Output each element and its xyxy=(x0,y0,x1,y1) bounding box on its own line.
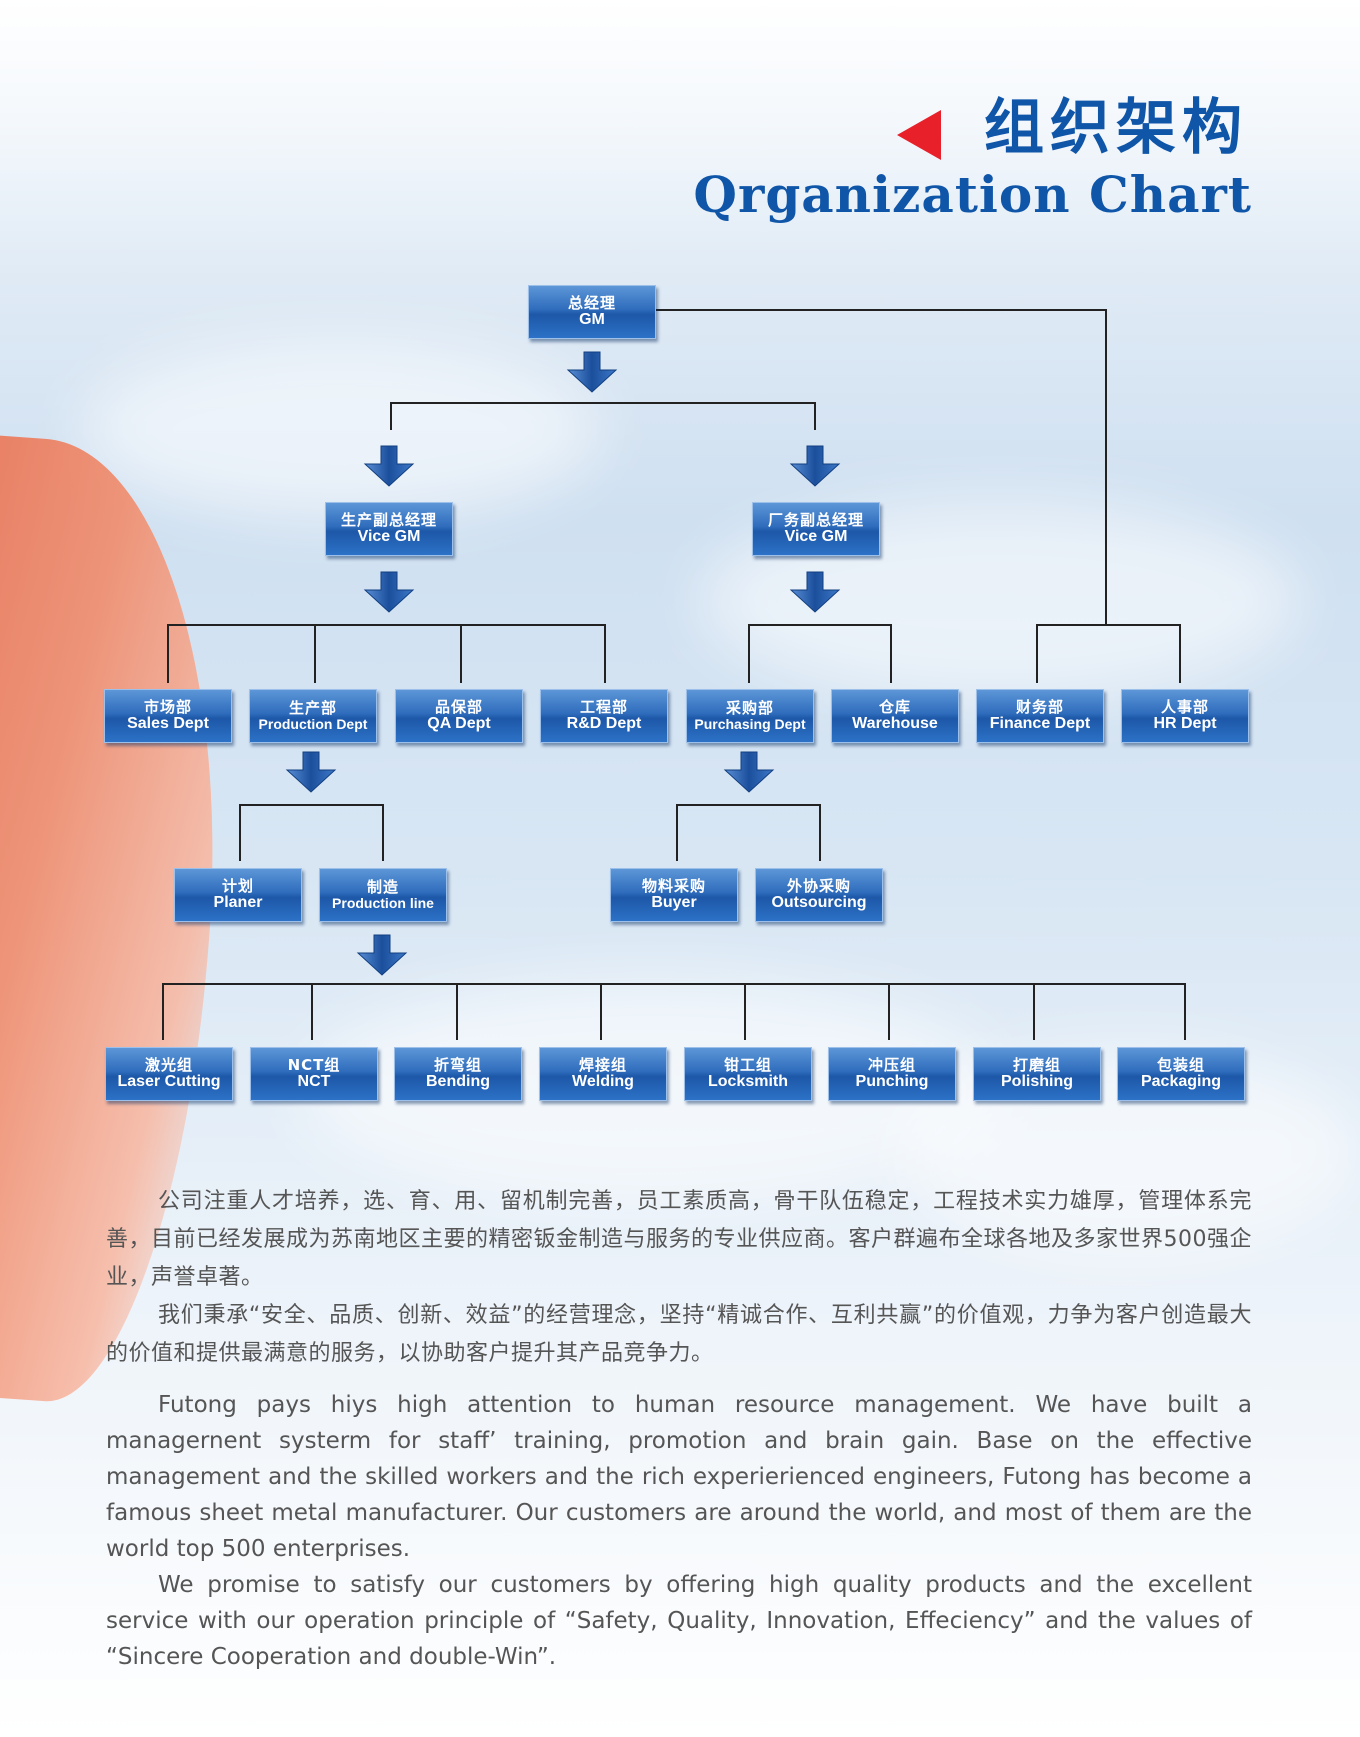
box-label-cn: 人事部 xyxy=(1160,697,1209,716)
box-label-cn: 品保部 xyxy=(434,697,483,716)
page-title-chinese: 组织架构 xyxy=(984,93,1248,163)
box-label-cn: 生产部 xyxy=(288,698,337,717)
box-label-cn: 厂务副总经理 xyxy=(767,510,864,529)
box-label-en: NCT xyxy=(297,1073,331,1091)
down-arrow-icon xyxy=(789,445,841,487)
box-label-en: Laser Cutting xyxy=(117,1073,221,1091)
down-arrow-icon xyxy=(363,445,415,487)
box-label-en: Warehouse xyxy=(852,715,938,733)
box-label-cn: 包装组 xyxy=(1156,1055,1205,1074)
paragraph-cn-2: 我们秉承“安全、品质、创新、效益”的经营理念，坚持“精诚合作、互利共赢”的价值观… xyxy=(106,1303,1252,1366)
box-label-cn: 打磨组 xyxy=(1012,1055,1061,1074)
box-label-en: HR Dept xyxy=(1153,715,1217,733)
box-label-cn: 激光组 xyxy=(144,1055,193,1074)
down-arrow-icon xyxy=(789,571,841,613)
box-label-cn: 总经理 xyxy=(567,293,616,312)
box-label-cn: 焊接组 xyxy=(578,1055,627,1074)
paragraph-en-2: We promise to satisfy our customers by o… xyxy=(106,1572,1252,1670)
down-arrow-icon xyxy=(363,571,415,613)
box-label-en: Vice GM xyxy=(357,528,421,546)
box-label-cn: 折弯组 xyxy=(433,1055,482,1074)
box-label-cn: 财务部 xyxy=(1015,697,1064,716)
box-label-en: R&D Dept xyxy=(566,715,642,733)
box-label-en: Purchasing Dept xyxy=(694,715,806,732)
down-arrow-icon xyxy=(566,351,618,393)
box-label-cn: 外协采购 xyxy=(786,876,851,895)
box-label-cn: 制造 xyxy=(366,877,399,896)
box-label-cn: 工程部 xyxy=(579,697,628,716)
box-label-cn: 市场部 xyxy=(143,697,192,716)
box-label-en: Polishing xyxy=(1001,1073,1073,1091)
box-label-en: Buyer xyxy=(651,894,697,912)
down-arrow-icon xyxy=(285,751,337,793)
down-arrow-icon xyxy=(723,751,775,793)
box-label-en: Bending xyxy=(426,1073,490,1091)
box-label-en: Production line xyxy=(332,894,434,911)
box-label-cn: 生产副总经理 xyxy=(340,510,437,529)
box-label-en: Packaging xyxy=(1140,1073,1222,1091)
paragraph-cn-1: 公司注重人才培养，选、育、用、留机制完善，员工素质高，骨干队伍稳定，工程技术实力… xyxy=(106,1189,1252,1290)
box-label-en: Welding xyxy=(572,1073,634,1091)
box-label-en: Production Dept xyxy=(258,715,368,732)
box-label-cn: 采购部 xyxy=(725,698,774,717)
box-label-en: Planer xyxy=(213,894,263,912)
box-label-cn: 仓库 xyxy=(878,697,911,716)
paragraph-en-1: Futong pays hiys high attention to human… xyxy=(106,1392,1252,1562)
red-triangle-icon xyxy=(897,110,941,160)
down-arrow-icon xyxy=(356,934,408,976)
box-label-en: GM xyxy=(579,311,605,329)
box-label-en: Vice GM xyxy=(784,528,848,546)
box-label-cn: 钳工组 xyxy=(723,1055,772,1074)
box-label-en: Punching xyxy=(855,1073,929,1091)
box-label-cn: 冲压组 xyxy=(867,1055,916,1074)
box-label-en: Outsourcing xyxy=(771,894,867,912)
box-label-en: QA Dept xyxy=(427,715,491,733)
box-label-en: Sales Dept xyxy=(127,715,209,733)
box-label-cn: 物料采购 xyxy=(641,876,706,895)
body-text: 公司注重人才培养，选、育、用、留机制完善，员工素质高，骨干队伍稳定，工程技术实力… xyxy=(106,1183,1252,1675)
box-label-cn: NCT组 xyxy=(287,1055,341,1074)
page-title-english: Qrganization Chart xyxy=(693,165,1252,224)
box-label-en: Finance Dept xyxy=(989,715,1091,733)
box-label-en: Locksmith xyxy=(707,1073,788,1091)
box-label-cn: 计划 xyxy=(221,876,254,895)
